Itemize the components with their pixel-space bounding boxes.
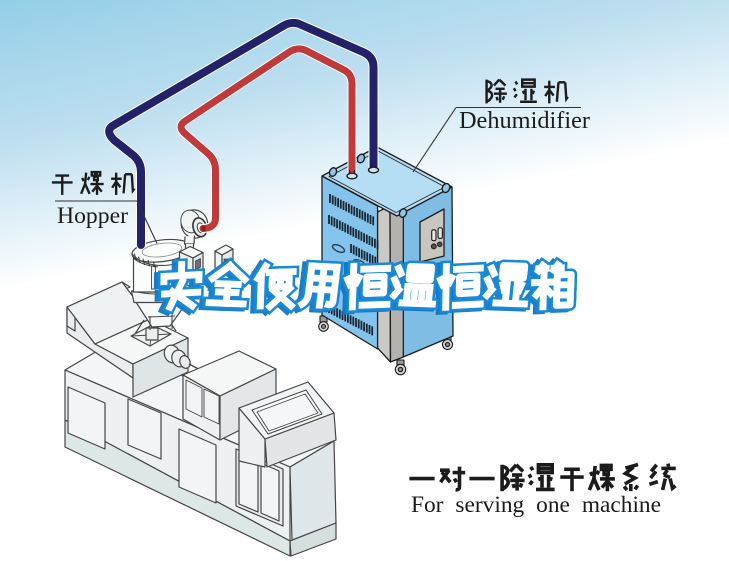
svg-text:Dehumidifier: Dehumidifier — [459, 108, 590, 134]
svg-text:Hopper: Hopper — [57, 203, 128, 229]
svg-text:For serving one machine: For serving one machine — [411, 492, 661, 517]
